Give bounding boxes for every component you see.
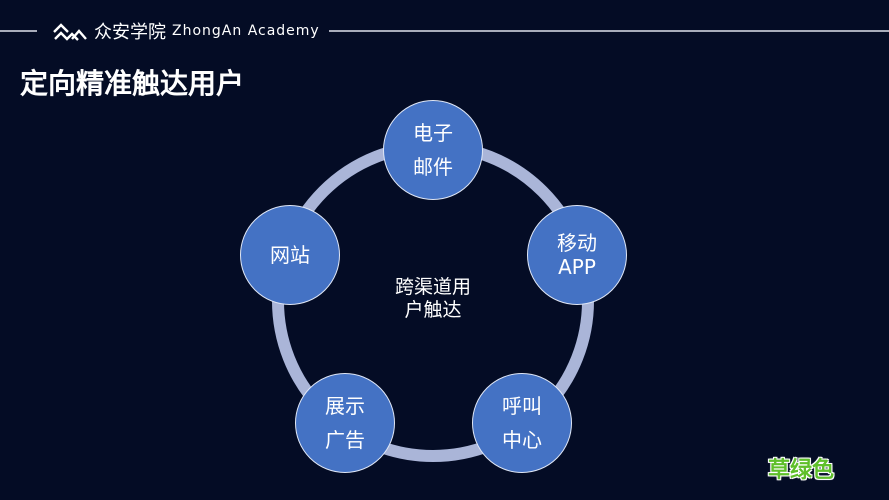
header-left-rule xyxy=(0,30,37,32)
node-display-ads: 展示 广告 xyxy=(295,373,395,473)
watermark-label: 草绿色 xyxy=(768,458,835,483)
brand-name-cn: 众安学院 xyxy=(94,22,166,43)
node-email: 电子 邮件 xyxy=(383,100,483,200)
node-call-center-line2: 中心 xyxy=(502,428,542,452)
node-call-center: 呼叫 中心 xyxy=(472,373,572,473)
brand-name-en: ZhongAn Academy xyxy=(172,23,320,39)
node-call-center-line1: 呼叫 xyxy=(502,394,542,418)
node-display-ads-line2: 广告 xyxy=(325,428,365,452)
node-mobile-app-line1: 移动 xyxy=(557,231,597,255)
node-website: 网站 xyxy=(240,205,340,305)
node-email-line1: 电子 xyxy=(413,121,453,145)
zhongan-logo-icon xyxy=(53,23,87,41)
node-display-ads-line1: 展示 xyxy=(325,394,365,418)
node-mobile-app: 移动 APP xyxy=(527,205,627,305)
node-website-line1: 网站 xyxy=(270,243,310,267)
center-label-line1: 跨渠道用 xyxy=(394,276,471,298)
node-mobile-app-line2: APP xyxy=(558,255,596,279)
center-label: 跨渠道用 户触达 xyxy=(373,276,493,322)
page-title: 定向精准触达用户 xyxy=(20,67,245,100)
brand-header: 众安学院 ZhongAn Academy xyxy=(52,18,320,44)
header-right-rule xyxy=(329,30,889,32)
node-email-line2: 邮件 xyxy=(413,155,453,179)
center-label-line2: 户触达 xyxy=(404,299,462,321)
